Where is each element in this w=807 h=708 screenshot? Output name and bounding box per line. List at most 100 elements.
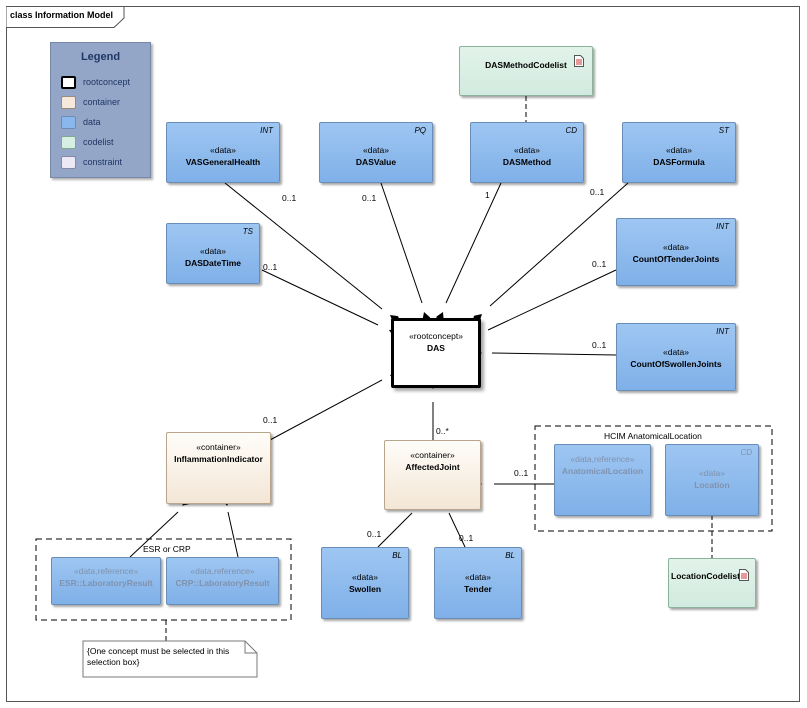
legend-swatch — [61, 136, 76, 149]
legend-label: container — [83, 97, 121, 107]
connector-dasdatetime-das — [261, 269, 379, 326]
node-type: BL — [392, 551, 402, 560]
multiplicity-das-date-time: 0..1 — [263, 262, 278, 272]
node-name: DASValue — [355, 157, 397, 167]
node-affected-joint[interactable]: «container» AffectedJoint — [384, 440, 481, 510]
node-count-swollen-joints[interactable]: INT «data» CountOfSwollenJoints — [616, 323, 736, 391]
node-type: ST — [718, 126, 729, 135]
group-label-esr-crp: ESR or CRP — [143, 544, 191, 554]
node-name: CountOfTenderJoints — [632, 254, 720, 264]
node-stereotype: «data» — [352, 572, 378, 582]
node-type: INT — [716, 222, 729, 231]
codelist-document-icon — [574, 55, 584, 67]
node-name: DASMethod — [502, 157, 552, 167]
node-name: InflammationIndicator — [174, 454, 263, 464]
note-shape — [82, 640, 258, 678]
node-stereotype: «container» — [196, 442, 241, 452]
node-tender[interactable]: BL «data» Tender — [434, 547, 522, 619]
group-label-hcim: HCIM AnatomicalLocation — [604, 431, 702, 441]
node-type: TS — [242, 227, 253, 236]
node-das-root[interactable]: «rootconcept» DAS — [391, 318, 481, 388]
node-das-value[interactable]: PQ «data» DASValue — [319, 122, 433, 183]
node-count-tender-joints[interactable]: INT «data» CountOfTenderJoints — [616, 218, 736, 286]
connector-tendersub-affectedjoint — [448, 512, 466, 548]
node-das-date-time[interactable]: TS «data» DASDateTime — [166, 223, 260, 284]
node-location-codelist[interactable]: LocationCodelist — [668, 558, 756, 608]
node-stereotype: «data» — [514, 145, 540, 155]
node-name: Tender — [464, 584, 492, 594]
legend-label: rootconcept — [83, 77, 131, 87]
node-name: DASFormula — [653, 157, 705, 167]
multiplicity-das-value: 0..1 — [362, 193, 377, 203]
group-box-anatomical-location — [534, 425, 773, 532]
legend-item-codelist: codelist — [61, 136, 151, 150]
connector-crp-inflammation — [227, 511, 239, 558]
connector-dasvalue-das — [380, 182, 423, 304]
legend-label: constraint — [83, 157, 123, 167]
node-stereotype: «data» — [663, 242, 689, 252]
node-type: PQ — [414, 126, 426, 135]
node-name: Swollen — [348, 584, 382, 594]
legend-panel: Legend rootconcept container data codeli… — [50, 42, 151, 178]
legend-swatch — [61, 96, 76, 109]
node-swollen[interactable]: BL «data» Swollen — [321, 547, 409, 619]
node-stereotype: «data» — [465, 572, 491, 582]
multiplicity-vas: 0..1 — [282, 193, 297, 203]
node-stereotype: «data,reference» — [190, 566, 255, 576]
connector-tender-das — [487, 269, 617, 331]
node-type: BL — [505, 551, 515, 560]
node-location[interactable]: CD «data» Location — [665, 444, 759, 516]
node-inflammation-indicator[interactable]: «container» InflammationIndicator — [166, 432, 271, 504]
connector-inflammation-das — [269, 379, 383, 441]
node-stereotype: «data,reference» — [570, 454, 635, 464]
multiplicity-inflammation: 0..1 — [263, 415, 278, 425]
node-stereotype: «rootconcept» — [409, 331, 463, 341]
connector-swollen-das — [491, 352, 617, 356]
node-type: INT — [260, 126, 273, 135]
multiplicity-affected-joint: 0..* — [436, 426, 449, 436]
multiplicity-das-formula: 0..1 — [590, 187, 605, 197]
node-name: ESR::LaboratoryResult — [59, 578, 153, 588]
node-das-formula[interactable]: ST «data» DASFormula — [622, 122, 736, 183]
node-stereotype: «data» — [210, 145, 236, 155]
node-crp[interactable]: «data,reference» CRP::LaboratoryResult — [166, 557, 279, 605]
multiplicity-count-swollen: 0..1 — [592, 340, 607, 350]
selection-box-esr-crp — [35, 538, 292, 621]
node-das-method[interactable]: CD «data» DASMethod — [470, 122, 584, 183]
node-esr[interactable]: «data,reference» ESR::LaboratoryResult — [51, 557, 161, 605]
node-stereotype: «data» — [666, 145, 692, 155]
node-name: LocationCodelist — [671, 571, 740, 581]
legend-title: Legend — [80, 51, 121, 63]
node-das-method-codelist[interactable]: DASMethodCodelist — [459, 46, 593, 96]
multiplicity-anatomical: 0..1 — [514, 468, 529, 478]
node-vas-general-health[interactable]: INT «data» VASGeneralHealth — [166, 122, 280, 183]
node-name: CountOfSwollenJoints — [630, 359, 722, 369]
legend-label: data — [83, 117, 101, 127]
node-stereotype: «data,reference» — [73, 566, 139, 576]
node-type: CD — [565, 126, 577, 135]
connector-dasmethod-das — [445, 182, 502, 304]
node-name: VASGeneralHealth — [185, 157, 261, 167]
legend-item-container: container — [61, 96, 151, 110]
diagram-title-tab — [6, 6, 125, 28]
node-type: INT — [716, 327, 729, 336]
multiplicity-das-method: 1 — [485, 190, 490, 200]
constraint-note[interactable]: {One concept must be selected in this se… — [83, 641, 257, 677]
diagram-title: class Information Model — [10, 10, 114, 20]
legend-item-constraint: constraint — [61, 156, 151, 170]
connector-esr-inflammation — [129, 511, 179, 558]
node-name: DASMethodCodelist — [485, 60, 567, 70]
node-stereotype: «data» — [663, 347, 689, 357]
diagram-frame — [6, 6, 800, 702]
connector-swollen-affectedjoint — [377, 512, 413, 548]
note-text: {One concept must be selected in this se… — [87, 646, 230, 667]
node-name: AnatomicalLocation — [561, 466, 644, 476]
multiplicity-count-tender: 0..1 — [592, 259, 607, 269]
multiplicity-tender: 0..1 — [459, 533, 474, 543]
node-type: CD — [740, 448, 752, 457]
legend-item-data: data — [61, 116, 151, 130]
node-anatomical-location[interactable]: «data,reference» AnatomicalLocation — [554, 444, 651, 516]
legend-swatch — [61, 156, 76, 169]
node-stereotype: «container» — [410, 450, 455, 460]
node-name: CRP::LaboratoryResult — [175, 578, 270, 588]
